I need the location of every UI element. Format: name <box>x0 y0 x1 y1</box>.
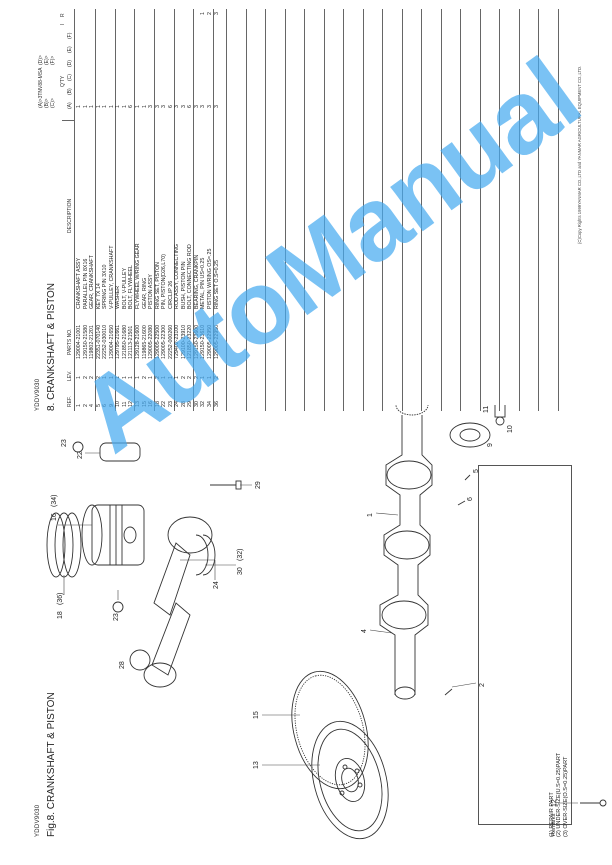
callout-5: 5 <box>473 469 480 473</box>
table-cell-desc: FLYWHEEL W/RING GEAR <box>134 243 141 309</box>
piston-part <box>81 504 145 566</box>
callout-30: 30 <box>237 567 244 575</box>
table-cell-desc: RING SET, PISTON <box>154 262 161 309</box>
table-cell-qty: 3 <box>213 105 220 108</box>
crankshaft-part <box>379 415 433 700</box>
table-cell-qty: 1 <box>82 105 89 108</box>
table-cell-desc: SPRING PIN 3X10 <box>102 264 109 309</box>
table-cell-qty: 3 <box>154 105 161 108</box>
qty-col-c: (C) <box>67 74 73 81</box>
spring-pin-part <box>457 500 466 506</box>
header-parts-no: PARTS NO. <box>67 328 73 356</box>
model-key-c: (C)> <box>50 98 56 108</box>
flywheel-bolt-part <box>580 799 607 807</box>
qty-col-f: (F) <box>67 32 73 39</box>
callout-16: 16 <box>51 513 58 521</box>
table-cell-qty: 3 <box>180 105 187 108</box>
table-cell-qty: 3 <box>193 105 200 108</box>
v-pulley-part <box>449 422 491 448</box>
callout-6: 6 <box>467 497 474 501</box>
table-cell-qty: 1 <box>141 105 148 108</box>
callout-18: 18 <box>57 611 64 619</box>
rod-bolt-part <box>210 480 242 490</box>
exploded-view-drawing: 13 15 12 16 (34) 18 (36) 22 23 23 28 24 … <box>46 405 607 840</box>
table-cell-qty: 1 <box>95 105 102 108</box>
callout-4: 4 <box>361 629 368 633</box>
crank-gear-part <box>395 405 429 416</box>
table-cell-desc: KEY 7X 14 <box>95 283 102 309</box>
callout-9: 9 <box>487 443 494 447</box>
pulley-bolt-part <box>494 405 506 426</box>
table-cell-qty: 1 <box>102 105 109 108</box>
callout-13: 13 <box>253 761 260 769</box>
table-cell-qty: 1 <box>115 105 122 108</box>
circlip-part-2 <box>112 601 124 613</box>
flywheel-part <box>311 720 389 840</box>
header-qty: Q'TY <box>60 75 66 87</box>
header-r: R <box>60 13 66 17</box>
callout-32: (32) <box>237 549 244 561</box>
table-rule <box>557 9 559 411</box>
table-cell-qty: 1 <box>134 105 141 108</box>
table-cell-qty: 3 <box>200 105 207 108</box>
table-cell-qty: 3 <box>161 105 168 108</box>
table-cell-desc: GEAR, RING <box>141 277 148 309</box>
table-cell-part: 129004-21001 <box>76 324 82 359</box>
table-rule <box>62 120 74 121</box>
copyright-text: (C)Copy Rights 1999YANMAR CO.,LTD and YA… <box>577 65 582 244</box>
callout-12: 12 <box>551 799 558 807</box>
callout-1: 1 <box>367 513 374 517</box>
bearing-part <box>195 534 216 576</box>
piston-rings-part <box>46 512 82 578</box>
table-cell-desc: BOLT, V-PULLEY <box>121 267 128 309</box>
table-cell-part: 129150-21580 <box>82 324 89 359</box>
table-cell-qty: 1 <box>121 105 128 108</box>
callout-29: 29 <box>255 481 262 489</box>
qty-col-e: (E) <box>67 46 73 53</box>
callout-23b: 23 <box>113 613 120 621</box>
table-cell-r: 3 <box>213 12 220 15</box>
callout-2: 2 <box>479 683 486 687</box>
piston-pin-part <box>99 442 141 462</box>
header-i: I <box>60 23 66 25</box>
section-title: 8. CRANKSHAFT & PISTON <box>46 283 57 411</box>
qty-col-d: (D) <box>67 60 73 67</box>
callout-24: 24 <box>213 581 220 589</box>
callout-11: 11 <box>483 406 490 413</box>
ring-gear-part <box>291 670 369 790</box>
callout-10: 10 <box>507 425 514 433</box>
callout-28: 28 <box>119 661 126 669</box>
qty-col-b: (B) <box>67 88 73 95</box>
table-cell-qty: 1 <box>76 105 82 108</box>
model-key-f: (F)> <box>50 55 56 65</box>
header-description: DESCRIPTION <box>67 198 73 233</box>
callout-15: 15 <box>253 711 260 719</box>
callout-36: (36) <box>57 593 64 605</box>
table-cell-desc: CRANKSHAFT ASSY <box>76 257 82 309</box>
table-cell-qty: 3 <box>174 105 181 108</box>
callout-23a: 23 <box>61 439 68 447</box>
callout-22: 22 <box>77 451 84 459</box>
parallel-pin-part <box>444 688 453 696</box>
table-cell-r: 1 <box>200 12 207 15</box>
table-cell-desc: WASHER <box>115 285 122 309</box>
table-rule <box>74 9 75 411</box>
key-part <box>464 474 471 481</box>
callout-34: (34) <box>51 495 58 507</box>
qty-col-a: (A) <box>67 102 73 109</box>
bushing-part <box>129 649 151 671</box>
connecting-rod-part <box>143 516 213 688</box>
table-cell-desc: PARALLEL PIN 8X16 <box>82 258 89 309</box>
circlip-part <box>72 441 84 453</box>
